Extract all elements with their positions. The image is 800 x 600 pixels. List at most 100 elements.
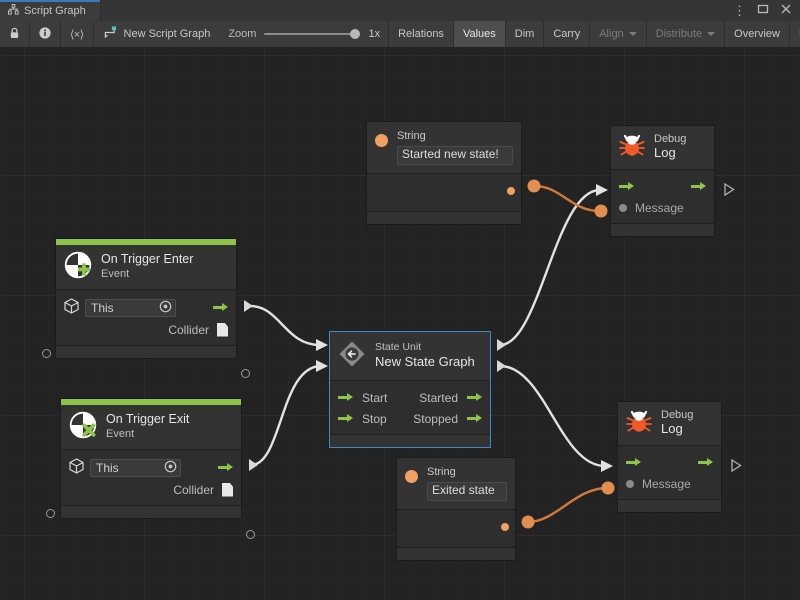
chevron-down-icon	[707, 32, 716, 36]
graph-name-button[interactable]: New Script Graph	[93, 21, 225, 47]
flow-input-port[interactable]	[619, 182, 634, 191]
collider-output-port[interactable]	[222, 482, 233, 497]
collider-row: Collider	[69, 479, 233, 500]
chevron-down-icon	[628, 32, 637, 36]
stopped-output-marker[interactable]	[497, 360, 506, 372]
node-state-unit[interactable]: State Unit New State Graph Start Started	[329, 331, 491, 448]
fullscreen-button[interactable]: Full Scr	[790, 21, 800, 47]
wire-flow-stopped-to-log-bottom	[499, 364, 606, 468]
window-menu-icon[interactable]: ⋮	[733, 3, 746, 18]
tab-script-graph[interactable]: Script Graph	[0, 0, 101, 21]
graph-canvas[interactable]: String Started new state!	[0, 48, 800, 600]
lock-button[interactable]	[0, 21, 30, 47]
node-title: On Trigger Exit	[106, 411, 190, 426]
target-input-marker[interactable]	[46, 509, 55, 518]
message-port-row: Message	[626, 473, 713, 494]
window-maximize-icon[interactable]	[757, 3, 769, 19]
flow-output-marker[interactable]	[724, 183, 735, 196]
code-view-button[interactable]: ⟨×⟩	[61, 21, 94, 47]
stop-input-port[interactable]	[338, 414, 353, 423]
message-input-port[interactable]	[619, 203, 627, 212]
align-label: Align	[599, 28, 624, 40]
target-picker-icon[interactable]	[159, 300, 172, 316]
string-value-input[interactable]: Started new state!	[397, 145, 513, 165]
node-on-trigger-enter[interactable]: On Trigger Enter Event This	[55, 238, 237, 359]
wire-arrowhead	[596, 184, 608, 196]
window-tabbar: Script Graph ⋮	[0, 0, 800, 21]
node-subtitle: Event	[106, 428, 135, 441]
values-button[interactable]: Values	[453, 21, 506, 47]
zoom-slider[interactable]	[264, 28, 361, 40]
collider-output-marker[interactable]	[246, 530, 255, 539]
zoom-slider-track	[264, 33, 361, 35]
node-header: String Exited state	[397, 458, 515, 510]
flow-output-port[interactable]	[698, 458, 713, 467]
node-on-trigger-exit[interactable]: On Trigger Exit Event This	[60, 398, 242, 519]
event-enter-icon	[64, 251, 92, 282]
relations-button[interactable]: Relations	[389, 21, 454, 47]
flow-output-port[interactable]	[691, 182, 706, 191]
node-header: Debug Log	[618, 402, 721, 446]
distribute-button[interactable]: Distribute	[646, 21, 726, 47]
wire-value-string-to-message-bottom	[527, 486, 608, 524]
node-body	[397, 509, 515, 547]
flow-output-marker[interactable]	[244, 300, 253, 312]
flow-output-marker[interactable]	[731, 458, 742, 477]
flow-output-port[interactable]	[218, 463, 233, 472]
node-string-bottom[interactable]: String Exited state	[396, 457, 516, 561]
start-input-port[interactable]	[338, 393, 353, 402]
node-footer	[56, 345, 236, 358]
collider-output-port[interactable]	[217, 322, 228, 337]
collider-output-marker[interactable]	[241, 369, 250, 378]
wire-endpoint-dot	[527, 179, 541, 193]
overview-button[interactable]: Overview	[725, 21, 790, 47]
node-body: This Collider	[61, 450, 241, 505]
started-output-port[interactable]	[467, 393, 482, 402]
align-button[interactable]: Align	[590, 21, 647, 47]
value-output-port[interactable]	[507, 186, 515, 195]
message-input-port[interactable]	[626, 479, 634, 488]
node-debug-log-bottom[interactable]: Debug Log Message	[617, 401, 722, 513]
info-button[interactable]	[30, 21, 61, 47]
target-input-marker[interactable]	[42, 349, 51, 358]
event-accent-bar	[61, 399, 241, 405]
node-footer	[61, 505, 241, 518]
flow-input-port[interactable]	[626, 458, 641, 467]
dim-button[interactable]: Dim	[505, 21, 545, 47]
window-close-icon[interactable]	[780, 3, 792, 19]
carry-button[interactable]: Carry	[544, 21, 591, 47]
node-header: On Trigger Exit Event	[61, 405, 241, 450]
toolbar-right-group: Relations Values Dim Carry Align Distrib…	[389, 21, 800, 47]
node-body: Message	[618, 446, 721, 499]
target-value: This	[91, 300, 114, 315]
node-title: Log	[661, 420, 683, 436]
event-exit-icon	[69, 411, 97, 442]
node-title: Log	[654, 144, 676, 160]
target-dropdown[interactable]: This	[85, 298, 176, 317]
node-string-top[interactable]: String Started new state!	[366, 121, 522, 225]
node-body: Message	[611, 170, 714, 223]
script-graph-icon	[104, 26, 117, 42]
target-picker-icon[interactable]	[164, 460, 177, 476]
graph-toolbar: ⟨×⟩ New Script Graph Zoom 1x Relations V…	[0, 21, 800, 48]
target-dropdown[interactable]: This	[90, 458, 181, 477]
wire-arrowhead	[316, 360, 328, 372]
flow-output-marker[interactable]	[249, 459, 258, 471]
node-footer	[397, 546, 515, 560]
target-row: This	[69, 457, 233, 478]
state-unit-icon	[338, 340, 366, 371]
cube-icon	[69, 458, 84, 477]
started-output-marker[interactable]	[497, 339, 506, 351]
node-body: This Collider	[56, 290, 236, 345]
node-debug-log-top[interactable]: Debug Log Message	[610, 125, 715, 237]
string-value-input[interactable]: Exited state	[427, 481, 507, 501]
flow-output-port[interactable]	[213, 303, 228, 312]
flow-port-row	[626, 452, 713, 473]
zoom-slider-knob[interactable]	[350, 29, 361, 39]
zoom-control[interactable]: Zoom 1x	[224, 21, 390, 47]
wire-flow-enter-to-start	[249, 304, 321, 347]
graph-name-label: New Script Graph	[123, 28, 211, 40]
stopped-output-port[interactable]	[467, 414, 482, 423]
node-header: On Trigger Enter Event	[56, 245, 236, 290]
value-output-port[interactable]	[501, 522, 509, 531]
